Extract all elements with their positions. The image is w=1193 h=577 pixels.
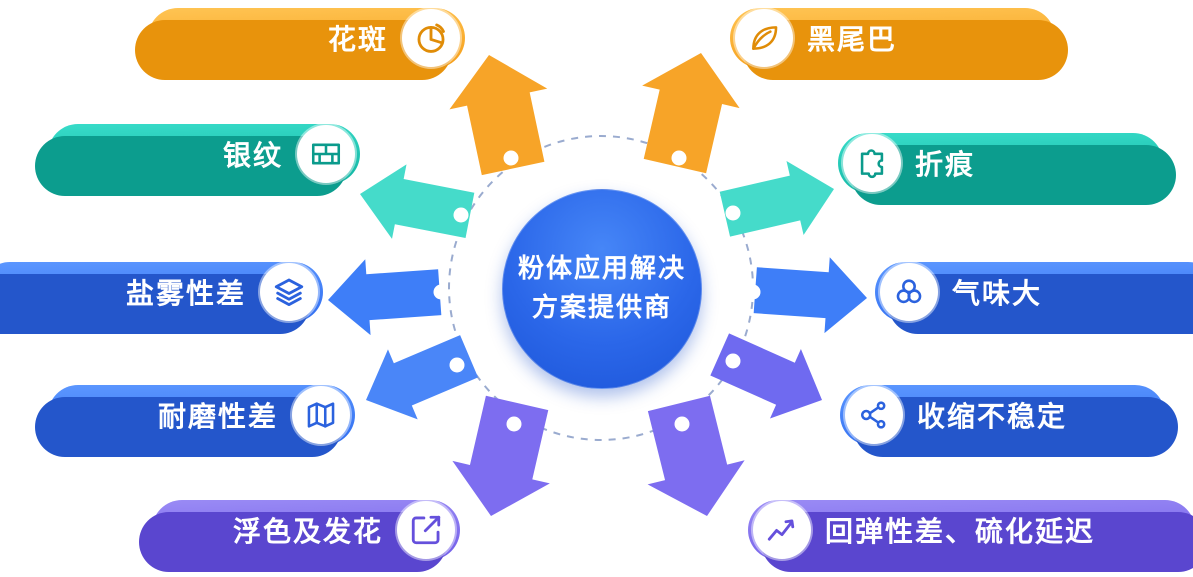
pill-label: 折痕 bbox=[915, 148, 976, 181]
pill-silver-streaks: 银纹 bbox=[48, 124, 360, 184]
node-dot bbox=[503, 150, 519, 166]
pill-floating-color-blooming: 浮色及发花 bbox=[152, 500, 460, 560]
node-dot bbox=[725, 353, 741, 369]
arrow-upper-left bbox=[352, 156, 478, 253]
pill-black-tail: 黑尾巴 bbox=[730, 8, 1055, 68]
pill-label: 银纹 bbox=[222, 139, 283, 172]
node-dot bbox=[671, 150, 687, 166]
pill-poor-rebound-cure-delay: 回弹性差、硫化延迟 bbox=[748, 500, 1193, 560]
node-dot bbox=[453, 207, 469, 223]
pill-poor-abrasion: 耐磨性差 bbox=[48, 385, 355, 445]
center-title-line2: 方案提供商 bbox=[531, 293, 672, 323]
bricks-icon bbox=[297, 125, 355, 183]
pill-crease: 折痕 bbox=[838, 133, 1163, 193]
arrow-lower-right bbox=[704, 319, 838, 435]
arrow-top-right bbox=[626, 41, 750, 178]
node-dot bbox=[745, 284, 761, 300]
arrow-mid-left bbox=[325, 254, 443, 338]
center-title-line1: 粉体应用解决 bbox=[517, 254, 686, 284]
puzzle-icon bbox=[843, 134, 901, 192]
pill-label: 黑尾巴 bbox=[807, 23, 898, 56]
pill-label: 回弹性差、硫化延迟 bbox=[825, 515, 1096, 548]
trend-line-icon bbox=[753, 501, 811, 559]
pill-label: 盐雾性差 bbox=[125, 277, 246, 310]
node-dot bbox=[433, 284, 449, 300]
pie-chart-icon bbox=[402, 9, 460, 67]
map-icon bbox=[292, 386, 350, 444]
pill-label: 收缩不稳定 bbox=[917, 400, 1068, 433]
pill-poor-salt-spray: 盐雾性差 bbox=[0, 262, 323, 322]
center-title-circle: 粉体应用解决 方案提供商 bbox=[502, 189, 702, 389]
node-dot bbox=[449, 357, 465, 373]
pill-unstable-shrinkage: 收缩不稳定 bbox=[840, 385, 1165, 445]
node-dot bbox=[506, 416, 522, 432]
node-dot bbox=[725, 205, 741, 221]
pill-label: 花斑 bbox=[327, 23, 388, 56]
pill-mottling: 花斑 bbox=[148, 8, 465, 68]
node-dot bbox=[674, 416, 690, 432]
pill-label: 耐磨性差 bbox=[157, 400, 278, 433]
arrow-lower-left bbox=[351, 321, 484, 435]
molecule-circles-icon bbox=[880, 263, 938, 321]
arrow-top-left bbox=[440, 44, 563, 179]
branch-nodes-icon bbox=[845, 386, 903, 444]
arrow-upper-right bbox=[716, 151, 843, 252]
arrow-bottom-left bbox=[442, 391, 566, 528]
pill-label: 浮色及发花 bbox=[232, 515, 383, 548]
layers-icon bbox=[260, 263, 318, 321]
arrow-mid-right bbox=[752, 252, 870, 336]
orbit-node-dots bbox=[433, 150, 761, 432]
compose-pen-icon bbox=[397, 501, 455, 559]
arrow-bottom-right bbox=[630, 391, 756, 529]
pill-strong-odor: 气味大 bbox=[875, 262, 1193, 322]
leaf-icon bbox=[735, 9, 793, 67]
pill-label: 气味大 bbox=[952, 277, 1043, 310]
